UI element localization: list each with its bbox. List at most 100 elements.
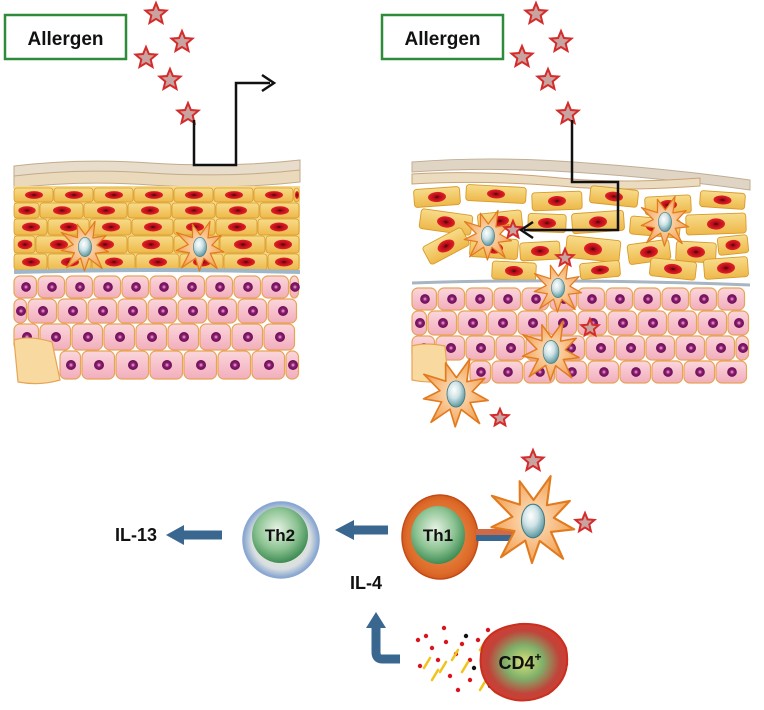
corneocyte-nucleus: [589, 216, 607, 228]
corneocyte-loose: [519, 240, 561, 262]
basal-cell-nucleus: [503, 294, 513, 304]
dendritic-cell: [521, 320, 580, 382]
basal-cell-nucleus: [468, 318, 478, 328]
basal-cell-nucleus: [196, 360, 206, 370]
basal-cell-nucleus: [663, 367, 673, 377]
corneocyte-loose: [716, 234, 750, 256]
dendritic-cell-nucleus: [520, 503, 546, 539]
basal-cell-nucleus: [671, 294, 681, 304]
il4-label: IL-4: [350, 573, 382, 593]
corneocyte-nucleus: [22, 222, 40, 232]
dendritic-cell-nucleus: [658, 212, 672, 232]
allergen-star-icon: [501, 218, 525, 240]
il13-arrowhead-icon: [166, 525, 184, 545]
corneocyte-nucleus: [713, 195, 732, 205]
dendritic-cell-nucleus: [542, 340, 560, 364]
basal-cell-nucleus: [531, 294, 541, 304]
corneocyte-nucleus: [271, 206, 289, 215]
corneocyte-nucleus: [25, 191, 43, 199]
corneocyte-nucleus: [149, 257, 167, 267]
cytokine-dash: [422, 656, 432, 670]
basal-cell-nucleus: [587, 294, 597, 304]
skin-section-intact: [13, 73, 301, 385]
cytokine-dot: [429, 645, 435, 651]
basal-cell-nucleus: [66, 360, 76, 370]
corneocyte-nucleus: [229, 206, 247, 215]
dendritic-cell-nucleus: [193, 237, 207, 257]
basal-cell-nucleus: [648, 318, 658, 328]
corneocyte-nucleus: [437, 216, 455, 228]
cytokine-dot: [459, 641, 465, 647]
dendritic-cells-right: [422, 195, 690, 428]
corneocyte-nucleus: [145, 191, 163, 199]
corneocyte-nucleus: [234, 239, 252, 250]
basal-cell-nucleus: [128, 306, 138, 316]
basement-line-left: [13, 268, 301, 274]
cytokine-dash: [460, 660, 470, 674]
corneocyte-loose: [699, 190, 746, 210]
allergen-star-icon: [168, 28, 196, 53]
basal-cell-nucleus: [415, 318, 425, 328]
corneocyte-nucleus: [105, 191, 123, 199]
basal-cell-nucleus: [103, 282, 113, 292]
corneocyte-loose: [675, 240, 717, 264]
basal-cell-nucleus: [678, 318, 688, 328]
allergen-star-icon: [519, 447, 547, 473]
basal-cell-nucleus: [476, 367, 486, 377]
corneocyte-loose: [465, 184, 527, 204]
corneocyte-nucleus: [141, 206, 159, 215]
basal-cells-right: [411, 287, 750, 384]
corneocyte-nucleus: [591, 265, 609, 275]
basal-cell-edge: [13, 337, 61, 385]
cytokine-dot: [467, 677, 473, 683]
allergen-star-icon: [488, 406, 512, 428]
basal-cell-nucleus: [16, 306, 26, 316]
corneocyte-nucleus: [102, 222, 120, 232]
basal-cell-nucleus: [215, 282, 225, 292]
allergen-stars-left: [132, 0, 202, 125]
cytokine-dash: [450, 648, 460, 662]
basal-cell-nucleus: [38, 306, 48, 316]
corneocyte-nucleus: [505, 265, 523, 277]
basement-line-right: [411, 279, 751, 287]
basal-cell-nucleus: [243, 282, 253, 292]
corneocyte-nucleus: [584, 242, 602, 256]
corneocyte-nucleus: [142, 239, 160, 250]
basal-cell-nucleus: [599, 367, 609, 377]
allergen-star-icon: [132, 44, 160, 69]
corneocyte-loose: [685, 212, 747, 236]
basal-cell-nucleus: [626, 343, 636, 353]
basal-cell-nucleus: [438, 318, 448, 328]
arrow-head-left-icon: [518, 220, 534, 240]
cytokine-dot: [415, 637, 421, 643]
allergen-star-icon: [578, 316, 602, 338]
corneocyte-nucleus: [295, 191, 299, 199]
basal-cell-nucleus: [21, 282, 31, 292]
allergen-box-right: Allergen: [380, 13, 505, 61]
corneocyte-nucleus: [270, 222, 288, 232]
corneocyte-nucleus: [185, 206, 203, 215]
allergen-star-icon: [553, 246, 577, 268]
corneocyte-nucleus: [717, 262, 735, 274]
basal-cell-nucleus: [695, 367, 705, 377]
skin-section-damaged: [411, 120, 751, 428]
basal-cell-nucleus: [179, 332, 189, 342]
basal-cell-nucleus: [115, 332, 125, 342]
dendritic-cell: [175, 220, 225, 272]
allergen-star-icon: [156, 66, 184, 91]
corneocyte-loose: [579, 260, 621, 280]
cytokine-dot: [471, 665, 477, 671]
il4-arrowhead-icon: [366, 612, 386, 628]
corneocyte-nucleus: [17, 239, 33, 250]
stratum-corneum-left: [13, 159, 301, 189]
cytokine-dot: [423, 633, 429, 639]
cytokine-dot: [447, 673, 453, 679]
basal-cell-nucleus: [727, 294, 737, 304]
basal-cell-nucleus: [596, 343, 606, 353]
corneocyte-nucleus: [640, 246, 658, 258]
basal-cell-nucleus: [230, 360, 240, 370]
basal-cell-nucleus: [275, 332, 285, 342]
basal-cell-nucleus: [476, 343, 486, 353]
basal-cell-nucleus: [447, 294, 457, 304]
